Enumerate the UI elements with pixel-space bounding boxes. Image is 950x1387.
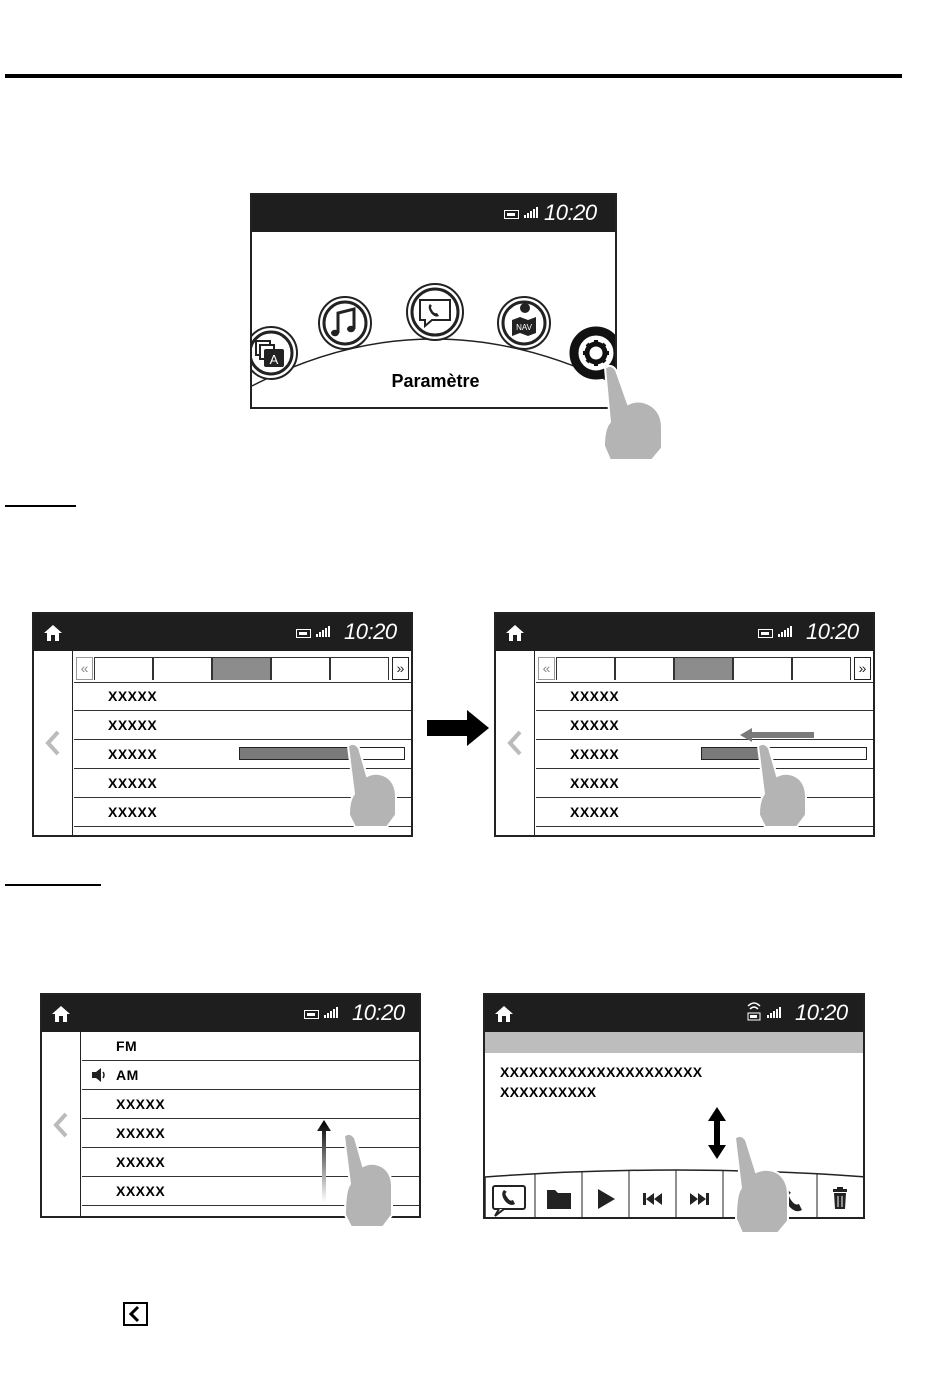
- list-item[interactable]: XXXXX: [536, 769, 873, 798]
- chevron-left-icon[interactable]: [45, 730, 61, 756]
- signal-icon: [316, 626, 332, 637]
- back-button-icon: [123, 1302, 148, 1326]
- section-heading-underline-2: [5, 884, 101, 886]
- list-item[interactable]: AM: [82, 1061, 419, 1090]
- navigation-icon-text: NAV: [516, 323, 533, 332]
- tab-1[interactable]: [556, 657, 615, 680]
- chevron-left-icon[interactable]: [507, 730, 523, 756]
- status-time: 10:20: [806, 619, 859, 645]
- signal-icon: [324, 1007, 340, 1018]
- wireless-battery-icon: [746, 1000, 762, 1024]
- tab-scroll-right-icon[interactable]: »: [854, 657, 871, 680]
- tab-3-active[interactable]: [674, 657, 733, 680]
- tab-2[interactable]: [615, 657, 674, 680]
- list-item[interactable]: XXXXX: [82, 1090, 419, 1119]
- battery-icon: [304, 1010, 319, 1019]
- home-icon[interactable]: [51, 1004, 71, 1024]
- list-item[interactable]: XXXXX: [536, 711, 873, 740]
- section-heading-underline-1: [5, 505, 76, 507]
- tab-scroll-right-icon[interactable]: »: [392, 657, 409, 680]
- message-header-band: [485, 1032, 863, 1053]
- tab-scroll-left-icon[interactable]: «: [538, 657, 555, 680]
- tab-scroll-left-icon[interactable]: «: [76, 657, 93, 680]
- communication-icon[interactable]: [407, 284, 463, 340]
- status-bar: 10:20: [42, 995, 419, 1032]
- list-item[interactable]: XXXXX: [74, 711, 411, 740]
- status-bar: 10:20: [34, 614, 411, 651]
- list-item[interactable]: XXXXX: [536, 682, 873, 711]
- tab-4[interactable]: [733, 657, 792, 680]
- status-time: 10:20: [344, 619, 397, 645]
- scroll-up-arrow-icon: [316, 1120, 332, 1202]
- navigation-icon[interactable]: NAV: [498, 297, 550, 349]
- status-bar: 10:20: [496, 614, 873, 651]
- status-time: 10:20: [544, 200, 597, 226]
- home-screen: 10:20 A: [250, 193, 617, 409]
- battery-icon: [296, 629, 311, 638]
- message-toolbar: [485, 1167, 865, 1219]
- chevron-left-icon[interactable]: [53, 1112, 69, 1138]
- scroll-up-down-icon: [706, 1107, 728, 1159]
- tab-4[interactable]: [271, 657, 330, 680]
- list-item[interactable]: FM: [82, 1032, 419, 1061]
- home-icon[interactable]: [43, 623, 63, 643]
- message-screen: 10:20 XXXXXXXXXXXXXXXXXXXXX XXXXXXXXXX: [483, 993, 865, 1219]
- back-column[interactable]: [496, 651, 535, 835]
- status-time: 10:20: [352, 1000, 405, 1026]
- tab-3-active[interactable]: [212, 657, 271, 680]
- tab-5[interactable]: [330, 657, 389, 680]
- tab-bar: « »: [74, 651, 411, 683]
- list-item[interactable]: XXXXX: [536, 798, 873, 827]
- status-time: 10:20: [795, 1000, 848, 1026]
- arrow-right-icon: [427, 710, 491, 746]
- home-icon[interactable]: [494, 1004, 514, 1024]
- speaker-icon: [91, 1068, 107, 1082]
- page-top-rule: [5, 74, 902, 78]
- message-line-1: XXXXXXXXXXXXXXXXXXXXX: [500, 1064, 702, 1080]
- list-item[interactable]: XXXXX: [74, 682, 411, 711]
- battery-icon: [758, 629, 773, 638]
- tab-2[interactable]: [153, 657, 212, 680]
- finger-drag-icon: [750, 740, 810, 830]
- finger-scroll-icon: [727, 1132, 797, 1237]
- status-bar: 10:20: [252, 195, 615, 232]
- signal-icon: [767, 1007, 783, 1018]
- message-line-2: XXXXXXXXXX: [500, 1084, 596, 1100]
- trash-icon[interactable]: [833, 1187, 847, 1209]
- battery-icon: [504, 210, 519, 219]
- selected-app-label: Paramètre: [252, 371, 617, 392]
- back-column[interactable]: [42, 1032, 81, 1216]
- tab-screen-after: 10:20 « » XXXXX XXXXX XXXXX XXXXX XXXXX: [494, 612, 875, 837]
- finger-tap-icon: [596, 362, 676, 462]
- signal-icon: [524, 207, 540, 218]
- home-icon[interactable]: [505, 623, 525, 643]
- status-bar: 10:20: [485, 995, 863, 1032]
- music-icon[interactable]: [319, 297, 371, 349]
- finger-drag-icon: [340, 740, 400, 830]
- applications-icon-letter: A: [270, 352, 279, 367]
- finger-scroll-icon: [336, 1130, 396, 1230]
- tab-1[interactable]: [94, 657, 153, 680]
- back-column[interactable]: [34, 651, 73, 835]
- list-item[interactable]: XXXXX: [536, 740, 873, 769]
- tab-5[interactable]: [792, 657, 851, 680]
- tab-bar: « »: [536, 651, 873, 683]
- signal-icon: [778, 626, 794, 637]
